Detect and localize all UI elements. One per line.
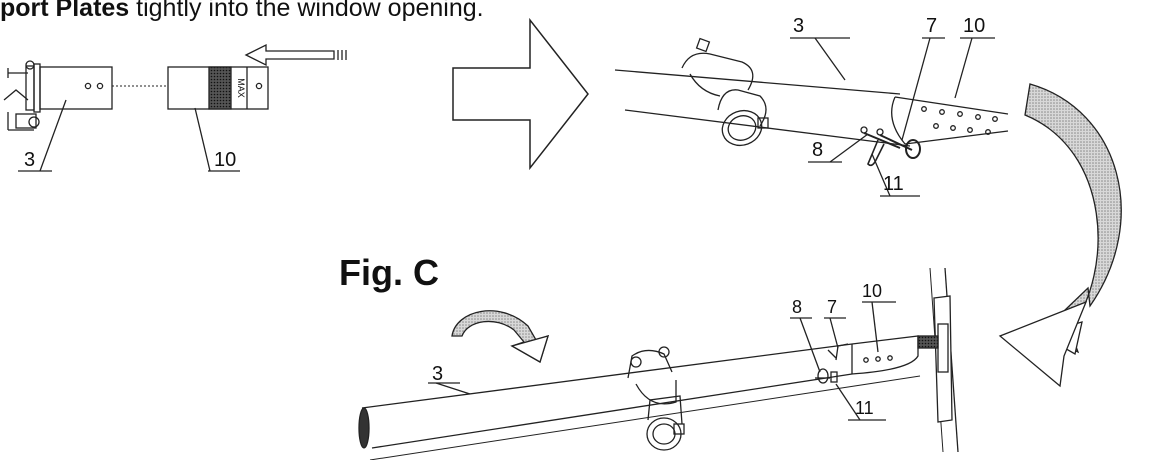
tube-3-installed [361,343,853,449]
callout-8-panel2: 8 [812,139,823,161]
insertion-arrow [244,43,347,67]
rotate-arrow [451,310,549,363]
stamp-max: MAX [236,78,246,98]
step-arrow-right [452,17,589,171]
tube-10-zoom [891,96,1009,145]
callout-11-panel2: 11 [883,173,904,195]
callout-3-panel2: 3 [793,15,804,37]
callout-7-panel2: 7 [926,15,937,37]
callout-7-panel3: 7 [827,297,837,317]
t-clamp-installed [627,349,677,405]
end-bracket [3,60,41,131]
callout-10-panel3: 10 [862,281,882,301]
instruction-bold-part: port Plates [0,0,130,22]
tube-10-installed [851,335,919,375]
callout-8-panel3: 8 [792,297,802,317]
panel-3-installed [358,267,959,460]
callout-10-panel1: 10 [214,149,236,171]
panel-2-assembly [614,37,1009,197]
tube-part-3 [39,66,113,110]
pin-ring [905,139,921,159]
callout-3-panel3: 3 [432,363,443,385]
curved-step-arrow [998,83,1122,388]
panel-1-parts [3,43,347,172]
instruction-rest: tightly into the window opening. [129,0,484,22]
support-plate [933,295,953,423]
max-marking [208,66,232,110]
callout-3-panel1: 3 [24,149,35,171]
figure-label: Fig. C [339,252,439,293]
callout-10-panel2: 10 [963,15,985,37]
callout-11-panel3: 11 [855,398,874,418]
clip-11 [867,139,885,167]
t-clamp [681,52,754,97]
instruction-text: port Plates tightly into the window open… [0,0,484,23]
